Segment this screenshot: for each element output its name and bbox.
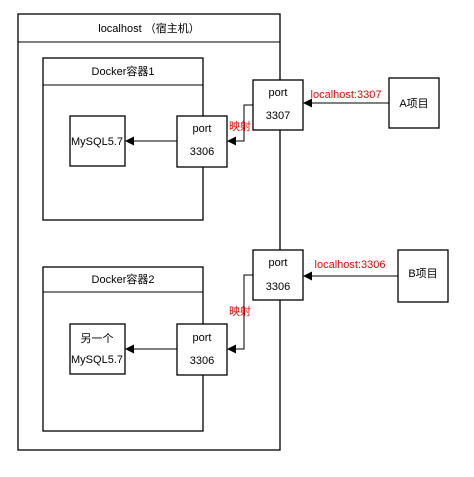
- project-b: B项目 localhost:3306: [303, 249, 449, 303]
- container-2: Docker容器2 另一个 MySQL5.7 port 3306: [42, 266, 228, 432]
- host-port-a-value: 3307: [266, 110, 290, 122]
- container-2-port-value: 3306: [190, 355, 214, 367]
- project-b-link-label: localhost:3306: [315, 259, 386, 271]
- host-port-a-to-container-1-port-arrow: [227, 104, 253, 146]
- container-2-port-label: port: [193, 332, 212, 344]
- host-title: localhost （宿主机）: [98, 21, 199, 35]
- host-port-b-value: 3306: [266, 281, 290, 293]
- mapping-bottom: 映射: [227, 274, 253, 354]
- host-port-a-box: [252, 79, 304, 131]
- project-b-label: B项目: [408, 267, 437, 280]
- host-port-a-label: port: [269, 87, 288, 99]
- container-1-mysql-label: MySQL5.7: [71, 136, 123, 148]
- project-a-link-label: localhost:3307: [311, 89, 382, 101]
- container-1-port-label: port: [193, 123, 212, 135]
- container-1-title: Docker容器1: [92, 64, 155, 78]
- container-2-mysql-line2: MySQL5.7: [71, 354, 123, 366]
- mapping-label-bottom: 映射: [229, 304, 251, 318]
- project-a-label: A项目: [399, 97, 428, 110]
- container-2-mysql-box: [69, 323, 126, 375]
- container-1-port-value: 3306: [190, 146, 214, 158]
- project-a: A项目 localhost:3307: [303, 77, 440, 129]
- host-port-b-to-container-2-port-arrow: [227, 274, 253, 354]
- host-port-b-box: [252, 249, 304, 301]
- project-b-box: [397, 249, 449, 303]
- container-2-mysql-line1: 另一个: [81, 332, 114, 345]
- host-port-b-label: port: [269, 257, 288, 269]
- container-2-title: Docker容器2: [92, 272, 155, 286]
- container-1: Docker容器1 MySQL5.7 port 3306: [42, 57, 228, 221]
- host-port-a: port 3307: [252, 79, 304, 131]
- mapping-top: 映射: [227, 104, 253, 146]
- host-port-b: port 3306: [252, 249, 304, 301]
- container-1-mysql-box: [69, 115, 126, 167]
- mapping-label-top: 映射: [229, 119, 251, 133]
